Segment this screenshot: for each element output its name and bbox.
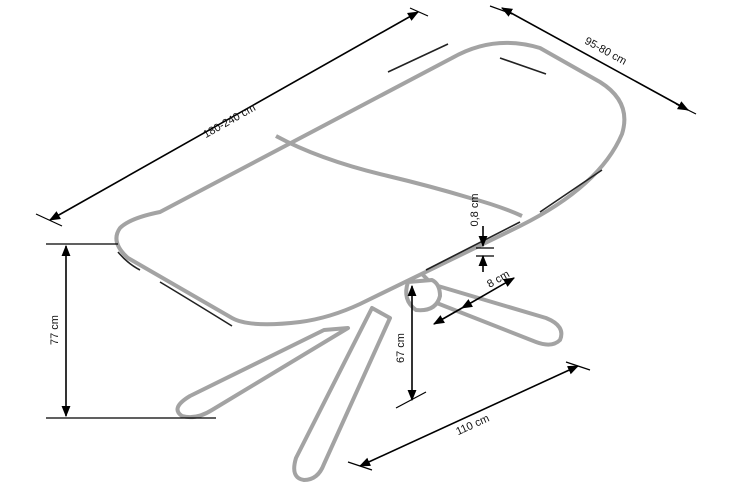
table-legs [175, 268, 564, 482]
leg-front-center [292, 306, 392, 482]
table-top-edge-front [159, 281, 233, 327]
dimension-table-height: 77 cm [46, 243, 216, 419]
table-top-surface [114, 40, 627, 327]
dimension-leg-span: 110 cm [347, 361, 591, 471]
label-top-thickness: 0,8 cm [469, 193, 481, 226]
leg-front-left [175, 326, 350, 420]
table-top-edge-back [539, 169, 603, 213]
label-under-height: 67 cm [395, 333, 407, 363]
label-width: 95-80 cm [582, 35, 628, 68]
table-top-edge-right [425, 221, 521, 271]
table-top-edge [117, 251, 141, 271]
label-leg-span: 110 cm [454, 412, 491, 438]
dimension-top-thickness: 0,8 cm [469, 193, 494, 272]
table-top [114, 40, 627, 327]
label-table-height: 77 cm [49, 315, 61, 345]
leg-back-right [422, 284, 564, 347]
label-length: 180-240 cm [201, 102, 258, 141]
